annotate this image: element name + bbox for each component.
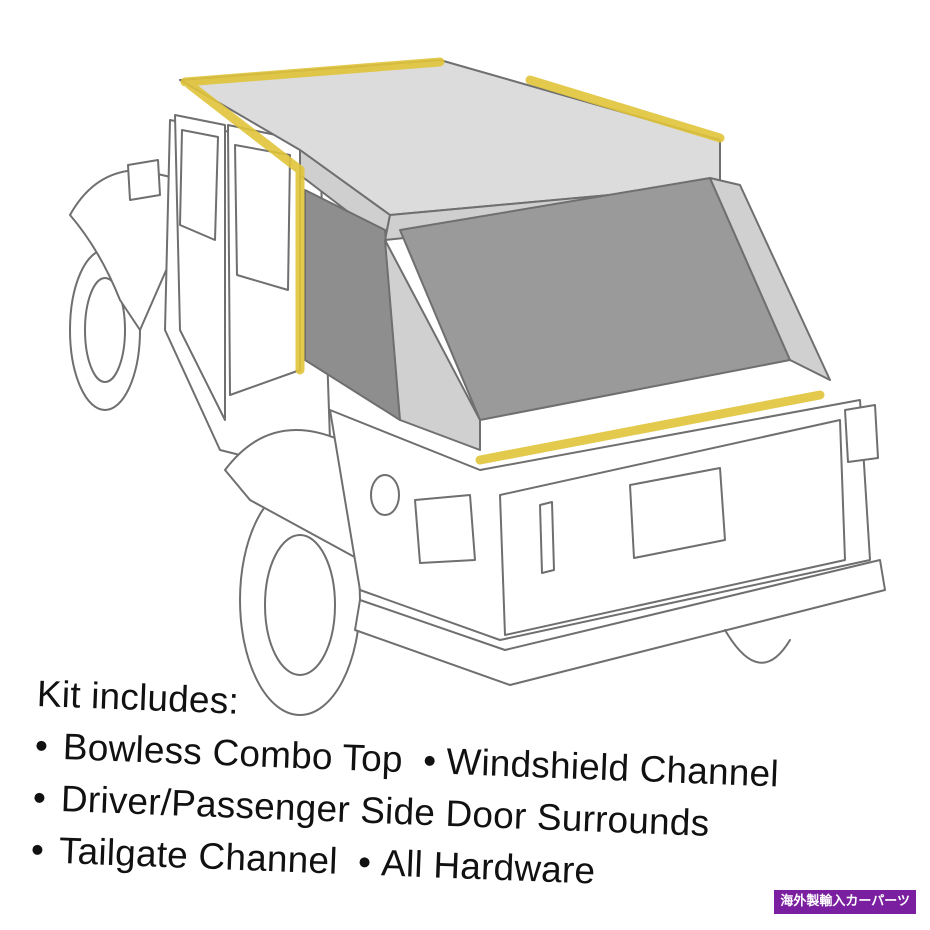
item-tailgate-channel: Tailgate Channel — [58, 829, 339, 882]
kit-includes-caption: Kit includes: •Bowless Combo Top •Windsh… — [30, 668, 782, 904]
rear-bumper — [354, 559, 886, 686]
door-surround — [185, 80, 305, 375]
bullet: • — [422, 739, 438, 782]
tailgate-channel — [475, 390, 825, 465]
bullet: • — [30, 828, 45, 871]
bullet: • — [357, 841, 373, 883]
bullet: • — [32, 776, 47, 819]
import-parts-badge: 海外製輸入カーパーツ — [774, 890, 916, 914]
item-bowless-combo-top: Bowless Combo Top — [62, 726, 404, 781]
side-mirror — [127, 159, 161, 201]
tail-light-right — [844, 404, 879, 463]
item-all-hardware: All Hardware — [380, 842, 597, 892]
highlighted-channels — [180, 57, 825, 465]
bullet: • — [34, 724, 49, 767]
front-door — [174, 114, 226, 421]
windshield-channel — [180, 57, 445, 87]
item-windshield-channel: Windshield Channel — [445, 740, 780, 795]
tailgate-handle — [539, 501, 555, 574]
tail-light-left — [414, 494, 476, 564]
license-plate — [629, 467, 726, 559]
door-window-front — [179, 129, 219, 241]
